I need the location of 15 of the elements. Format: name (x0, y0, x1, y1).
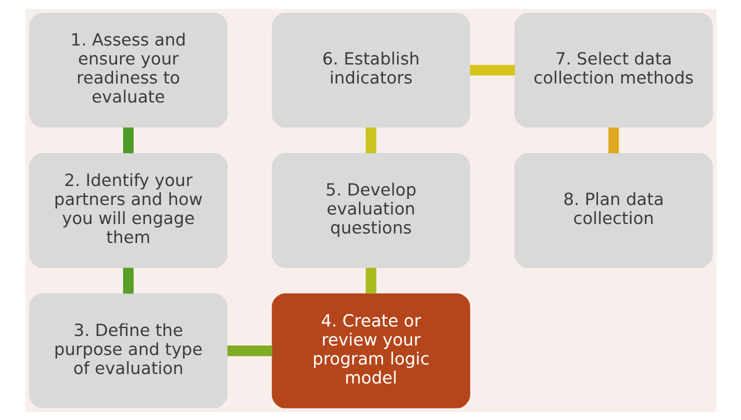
connector (122, 126, 134, 153)
node-box: 4. Create or review your program logic model (271, 292, 470, 408)
node-box: 6. Establish indicators (271, 12, 470, 128)
connector (608, 126, 618, 153)
node-box: 1. Assess and ensure your readiness to evaluate (28, 12, 228, 128)
connector (365, 267, 376, 294)
connector (365, 126, 376, 153)
node-box: 7. Select data collection methods (514, 12, 712, 128)
node-box: 8. Plan data collection (514, 152, 712, 268)
connector (122, 267, 134, 294)
node-box: 2. Identify your partners and how you will engage them (28, 152, 228, 268)
connector (226, 345, 272, 356)
connector (470, 64, 514, 75)
node-box: 5. Develop evaluation questions (271, 152, 470, 268)
node-box: 3. Define the purpose and type of evaluation (28, 292, 228, 408)
